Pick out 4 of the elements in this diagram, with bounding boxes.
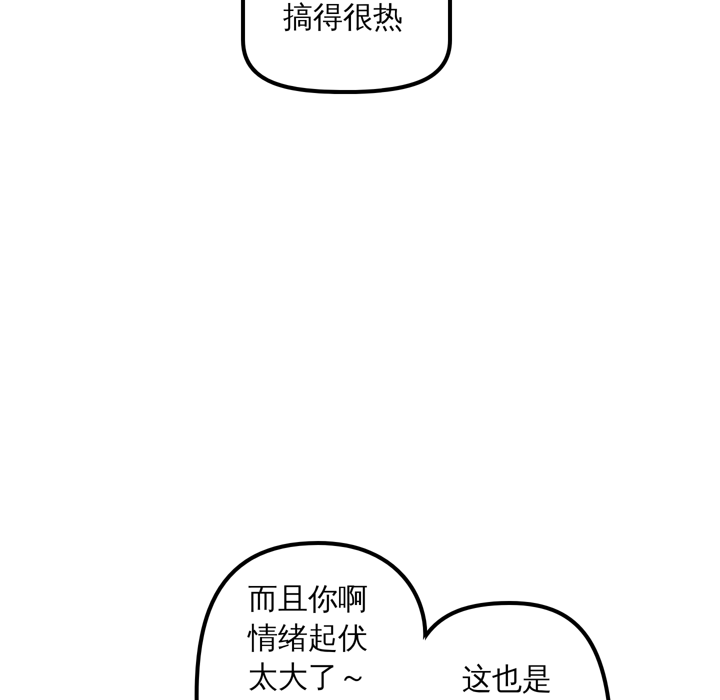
bubble-text: 而且你啊情绪起伏太大了～ [248, 581, 369, 697]
speech-bubble [241, 0, 453, 95]
bubble-text: 这也是 [462, 661, 553, 699]
bubble-text: 搞得很热 [283, 0, 404, 37]
